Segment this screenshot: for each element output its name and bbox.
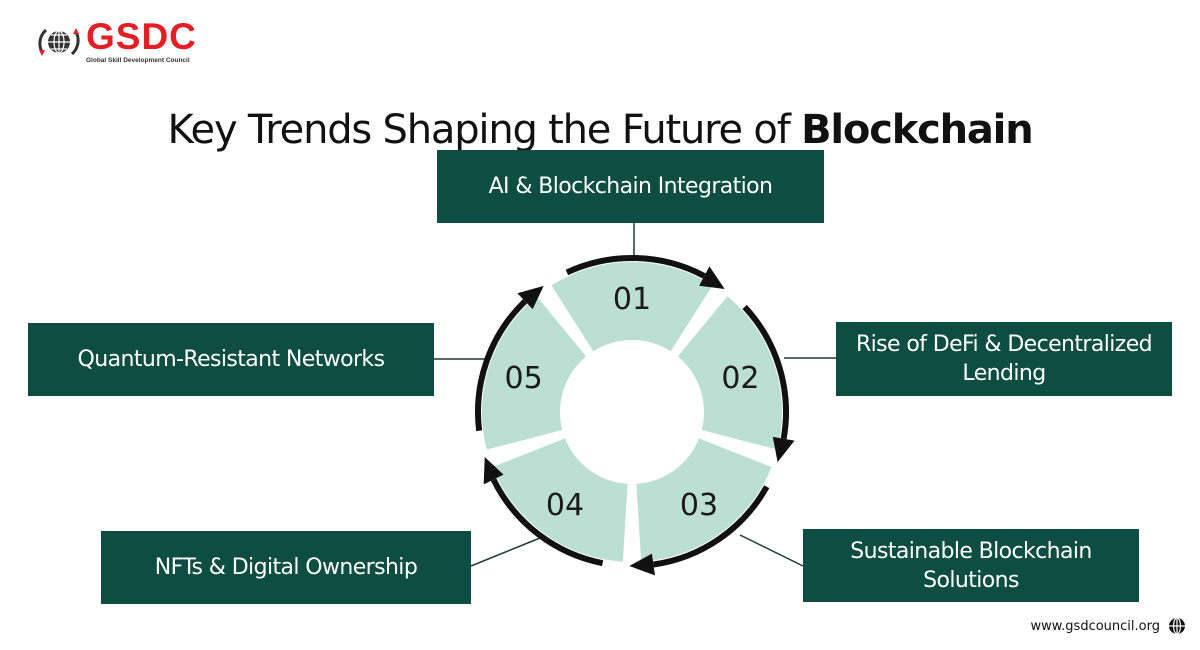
arrowhead-icon	[772, 436, 795, 463]
trend-box-04: NFTs & Digital Ownership	[101, 531, 471, 604]
brand-name: GSDC	[86, 16, 197, 57]
trend-label: AI & Blockchain Integration	[488, 174, 773, 199]
step-number: 02	[721, 361, 759, 396]
trend-box-01: AI & Blockchain Integration	[437, 150, 824, 223]
cycle-arrow-03	[653, 485, 770, 568]
gsdc-logo: GSDC Global Skill Development Council	[36, 16, 206, 68]
cycle-segment-03	[636, 438, 772, 562]
step-number: 01	[613, 282, 651, 317]
cycle-arrow-04	[490, 478, 604, 567]
page-title: Key Trends Shaping the Future of Blockch…	[0, 107, 1200, 153]
title-regular: Key Trends Shaping the Future of	[167, 106, 802, 153]
connector-lines	[434, 223, 836, 567]
cycle-arrow-05	[475, 299, 528, 432]
trend-label: Quantum-Resistant Networks	[77, 347, 385, 372]
trend-box-05: Quantum-Resistant Networks	[28, 323, 434, 396]
connector-04	[470, 537, 541, 567]
trend-label: Rise of DeFi & Decentralized Lending	[855, 332, 1153, 386]
cycle-arrow-01	[565, 255, 706, 279]
brand-tagline: Global Skill Development Council	[86, 57, 190, 64]
globe-logo-icon	[38, 28, 80, 56]
connector-03	[739, 534, 804, 567]
trend-label: NFTs & Digital Ownership	[154, 555, 418, 580]
step-number: 04	[546, 488, 584, 523]
trend-label: Sustainable Blockchain Solutions	[850, 538, 1092, 593]
step-number: 03	[680, 488, 718, 523]
title-bold: Blockchain	[801, 106, 1034, 153]
trend-box-02: Rise of DeFi & Decentralized Lending	[836, 322, 1172, 396]
arrowhead-icon	[483, 457, 504, 485]
globe-icon	[1169, 617, 1185, 635]
cycle-arrow-02	[742, 304, 789, 440]
cycle-segment-02	[677, 296, 782, 450]
cycle-segment-05	[482, 296, 587, 450]
website-link[interactable]: www.gsdcouncil.org	[1030, 619, 1160, 634]
arrowhead-icon	[629, 553, 655, 576]
arrowhead-icon	[699, 266, 725, 290]
arrowhead-icon	[517, 285, 544, 310]
step-number: 05	[504, 361, 542, 396]
cycle-segment-01	[551, 261, 713, 352]
cycle-segment-04	[492, 438, 628, 562]
trend-box-03: Sustainable Blockchain Solutions	[803, 529, 1139, 602]
